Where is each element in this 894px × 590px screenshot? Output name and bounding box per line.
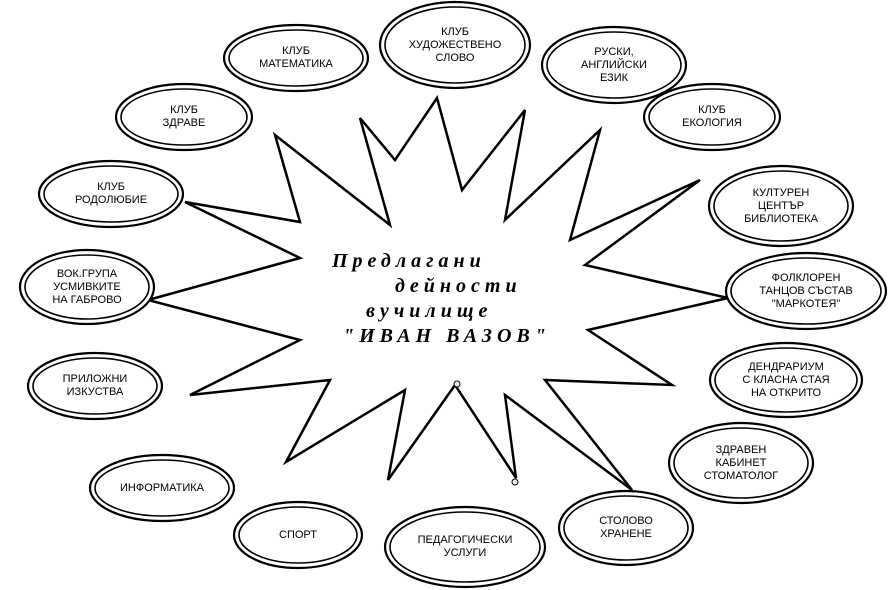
- bubble-applied-arts-label: ПРИЛОЖНИ ИЗКУСТВА: [62, 373, 128, 398]
- bubble-art-word-label: КЛУБ ХУДОЖЕСТВЕНО СЛОВО: [408, 25, 502, 64]
- bubble-ecology-label: КЛУБ ЕКОЛОГИЯ: [682, 104, 742, 129]
- center-title-line2: дейности: [395, 275, 522, 297]
- bubble-languages-outline: [540, 25, 688, 105]
- bubble-canteen: СТОЛОВО ХРАНЕНЕ: [559, 491, 693, 565]
- bubble-pedagogical: ПЕДАГОГИЧЕСКИ УСЛУГИ: [385, 507, 545, 587]
- bubble-pedagogical-label: ПЕДАГОГИЧЕСКИ УСЛУГИ: [417, 534, 513, 559]
- bubble-canteen-label: СТОЛОВО ХРАНЕНЕ: [599, 515, 653, 540]
- bubble-math-label: КЛУБ МАТЕМАТИКА: [259, 45, 333, 70]
- bubble-patriotism-label: КЛУБ РОДОЛЮБИЕ: [74, 181, 148, 206]
- bubble-patriotism: КЛУБ РОДОЛЮБИЕ: [39, 161, 183, 227]
- bubble-folklore: ФОЛКЛОРЕН ТАНЦОВ СЪСТАВ "МАРКОТЕЯ": [726, 253, 886, 329]
- bubble-dendrarium-label: ДЕНДРАРИУМ С КЛАСНА СТАЯ НА ОТКРИТО: [742, 360, 830, 399]
- bubble-languages-label: РУСКИ, АНГЛИЙСКИ ЕЗИК: [581, 45, 647, 84]
- bubble-health-outline: [114, 82, 254, 152]
- center-title-line3: вучилище: [366, 300, 493, 322]
- bubble-health-label: КЛУБ ЗДРАВЕ: [162, 104, 206, 129]
- bubble-math-outline: [222, 23, 370, 93]
- bubble-health: КЛУБ ЗДРАВЕ: [116, 84, 252, 150]
- bubble-patriotism-outline: [37, 159, 185, 229]
- bubble-library-label: КУЛТУРЕН ЦЕНТЪР БИБЛИОТЕКА: [744, 186, 818, 225]
- bubble-dendrarium: ДЕНДРАРИУМ С КЛАСНА СТАЯ НА ОТКРИТО: [710, 343, 862, 417]
- bubble-applied-arts-outline: [26, 351, 164, 421]
- bubble-art-word-outline: [378, 0, 532, 90]
- bubble-dental-label: ЗДРАВЕН КАБИНЕТ СТОМАТОЛОГ: [703, 443, 779, 482]
- bubble-folklore-outline: [724, 251, 888, 331]
- bubble-applied-arts: ПРИЛОЖНИ ИЗКУСТВА: [28, 353, 162, 419]
- bubble-library-outline: [707, 164, 855, 248]
- bubble-canteen-outline: [557, 489, 695, 567]
- bubble-informatics-outline: [88, 453, 236, 523]
- bubble-dental: ЗДРАВЕН КАБИНЕТ СТОМАТОЛОГ: [669, 423, 813, 503]
- center-title-line1: Предлагани: [332, 250, 486, 272]
- bubble-ecology: КЛУБ ЕКОЛОГИЯ: [644, 84, 780, 150]
- bubble-languages: РУСКИ, АНГЛИЙСКИ ЕЗИК: [542, 27, 686, 103]
- bubble-informatics: ИНФОРМАТИКА: [90, 455, 234, 521]
- bubble-sport-label: СПОРТ: [279, 528, 317, 541]
- bubble-math: КЛУБ МАТЕМАТИКА: [224, 25, 368, 91]
- bubble-sport: СПОРТ: [234, 502, 362, 568]
- bubble-vocal-outline: [18, 248, 156, 326]
- bubble-dental-outline: [667, 421, 815, 505]
- bubble-library: КУЛТУРЕН ЦЕНТЪР БИБЛИОТЕКА: [709, 166, 853, 246]
- bubble-ecology-outline: [642, 82, 782, 152]
- bubble-informatics-label: ИНФОРМАТИКА: [120, 481, 204, 494]
- center-title-line4: "ИВАН ВАЗОВ": [343, 325, 551, 347]
- bubble-sport-outline: [232, 500, 364, 570]
- bubble-art-word: КЛУБ ХУДОЖЕСТВЕНО СЛОВО: [380, 2, 530, 88]
- bubble-dendrarium-outline: [708, 341, 864, 419]
- bubble-pedagogical-outline: [383, 505, 547, 589]
- bubble-vocal-label: ВОК.ГРУПА УСМИВКИТЕ НА ГАБРОВО: [52, 267, 122, 306]
- bubble-vocal: ВОК.ГРУПА УСМИВКИТЕ НА ГАБРОВО: [20, 250, 154, 324]
- bubble-folklore-label: ФОЛКЛОРЕН ТАНЦОВ СЪСТАВ "МАРКОТЕЯ": [759, 271, 853, 310]
